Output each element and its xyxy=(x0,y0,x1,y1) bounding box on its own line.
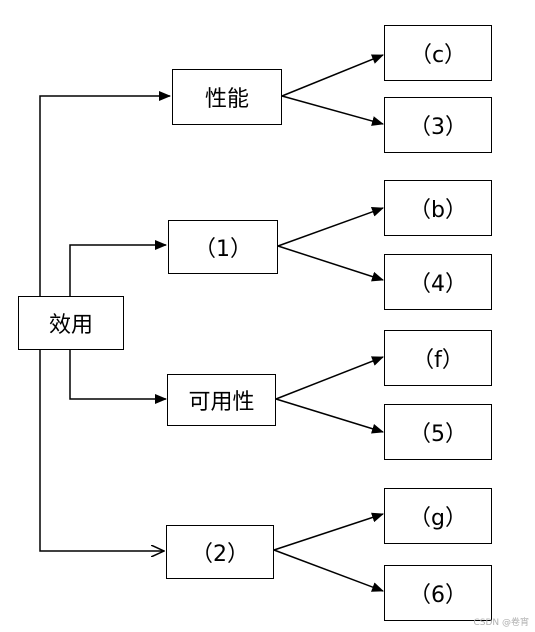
leaf-node-1-1-label: （c） xyxy=(409,43,467,68)
connector-branch-1-leaf-2 xyxy=(281,95,384,126)
root-node-label: 效用 xyxy=(48,313,93,338)
leaf-node-1-2-label: （3） xyxy=(409,115,467,140)
connector-root-branch-1 xyxy=(39,91,171,296)
connector-branch-2-leaf-1 xyxy=(277,207,384,247)
leaf-node-2-2: （4） xyxy=(384,254,492,310)
connector-branch-1-leaf-1 xyxy=(281,54,384,97)
root-node: 效用 xyxy=(18,296,124,350)
leaf-node-3-2: （5） xyxy=(384,404,492,460)
leaf-node-4-1-label: （g） xyxy=(409,506,467,531)
branch-node-4: （2） xyxy=(166,525,274,579)
branch-node-1: 性能 xyxy=(172,69,282,125)
connector-root-branch-3 xyxy=(69,350,167,404)
leaf-node-1-1: （c） xyxy=(384,25,492,81)
connector-branch-4-leaf-2 xyxy=(273,549,384,592)
connector-branch-3-leaf-1 xyxy=(275,356,384,400)
branch-node-3: 可用性 xyxy=(167,374,276,426)
branch-node-4-label: （2） xyxy=(191,542,249,567)
branch-node-2-label: （1） xyxy=(194,237,252,262)
leaf-node-2-1: （b） xyxy=(384,180,492,236)
connector-branch-3-leaf-2 xyxy=(275,398,384,434)
leaf-node-2-1-label: （b） xyxy=(409,198,467,223)
leaf-node-3-1: （f） xyxy=(384,330,492,386)
connector-root-branch-2 xyxy=(69,240,167,296)
leaf-node-2-2-label: （4） xyxy=(409,272,467,297)
branch-node-1-label: 性能 xyxy=(204,87,249,112)
connector-branch-2-leaf-2 xyxy=(277,245,384,282)
watermark: CSDN @卷宵 xyxy=(473,618,529,628)
connector-root-branch-4 xyxy=(39,350,164,551)
leaf-node-3-1-label: （f） xyxy=(412,348,464,373)
leaf-node-4-2: （6） xyxy=(384,565,492,621)
connector-branch-4-leaf-1 xyxy=(273,512,384,551)
leaf-node-4-1: （g） xyxy=(384,488,492,544)
branch-node-3-label: 可用性 xyxy=(188,390,255,415)
leaf-node-4-2-label: （6） xyxy=(409,583,467,608)
leaf-node-3-2-label: （5） xyxy=(409,422,467,447)
branch-node-2: （1） xyxy=(168,220,278,274)
leaf-node-1-2: （3） xyxy=(384,97,492,153)
